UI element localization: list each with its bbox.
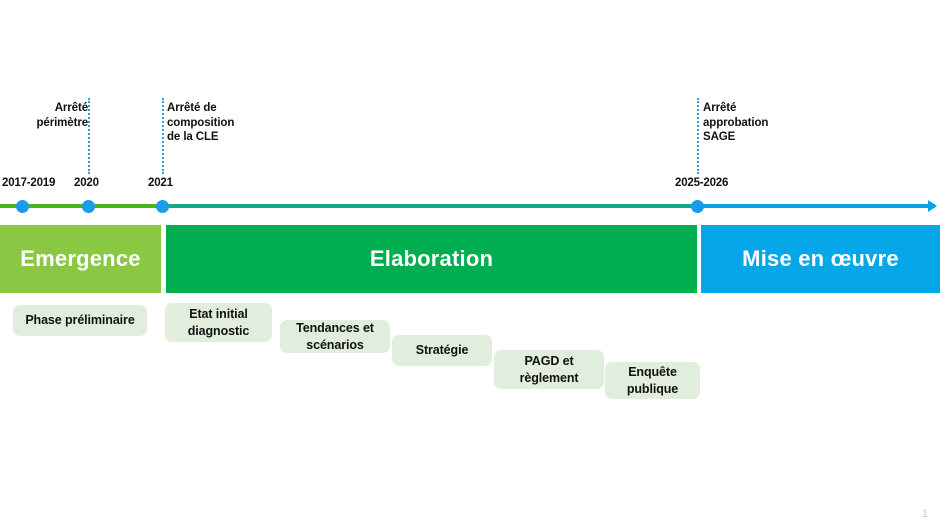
step-chip-tendances-et-scenarios[interactable]: Tendances et scénarios [280,320,390,353]
milestone-label-arrete-approbation-sage: Arrêté approbation SAGE [703,102,769,144]
axis-dot-2021[interactable] [156,200,169,213]
step-chip-phase-preliminaire[interactable]: Phase préliminaire [13,305,147,336]
step-chip-pagd-et-reglement[interactable]: PAGD et règlement [494,350,604,389]
axis-arrow-icon [928,200,937,212]
dotted-connector-2021 [162,98,164,174]
dotted-connector-2020 [88,98,90,174]
year-label-2025-2026: 2025-2026 [675,177,729,189]
page-number: 1 [921,508,928,520]
axis-segment-teal [170,204,700,208]
axis-dot-2020[interactable] [82,200,95,213]
year-label-2020: 2020 [74,177,99,189]
step-chip-strategie[interactable]: Stratégie [392,335,492,366]
phase-bar-elaboration[interactable]: Elaboration [166,225,697,293]
year-label-2017-2019: 2017-2019 [2,177,56,189]
step-chip-enquete-publique[interactable]: Enquête publique [605,362,700,399]
dotted-connector-2025-2026 [697,98,699,174]
axis-segment-blue [695,204,935,208]
axis-dot-2017-2019[interactable] [16,200,29,213]
milestone-label-arrete-perimetre: Arrêté périmètre [36,102,88,129]
milestone-label-arrete-composition-cle: Arrêté de composition de la CLE [167,102,235,144]
step-chip-etat-initial-diagnostic[interactable]: Etat initial diagnostic [165,303,272,342]
phase-bar-mise-en-oeuvre[interactable]: Mise en œuvre [701,225,940,293]
axis-dot-2025-2026[interactable] [691,200,704,213]
phase-bar-emergence[interactable]: Emergence [0,225,161,293]
year-label-2021: 2021 [148,177,173,189]
